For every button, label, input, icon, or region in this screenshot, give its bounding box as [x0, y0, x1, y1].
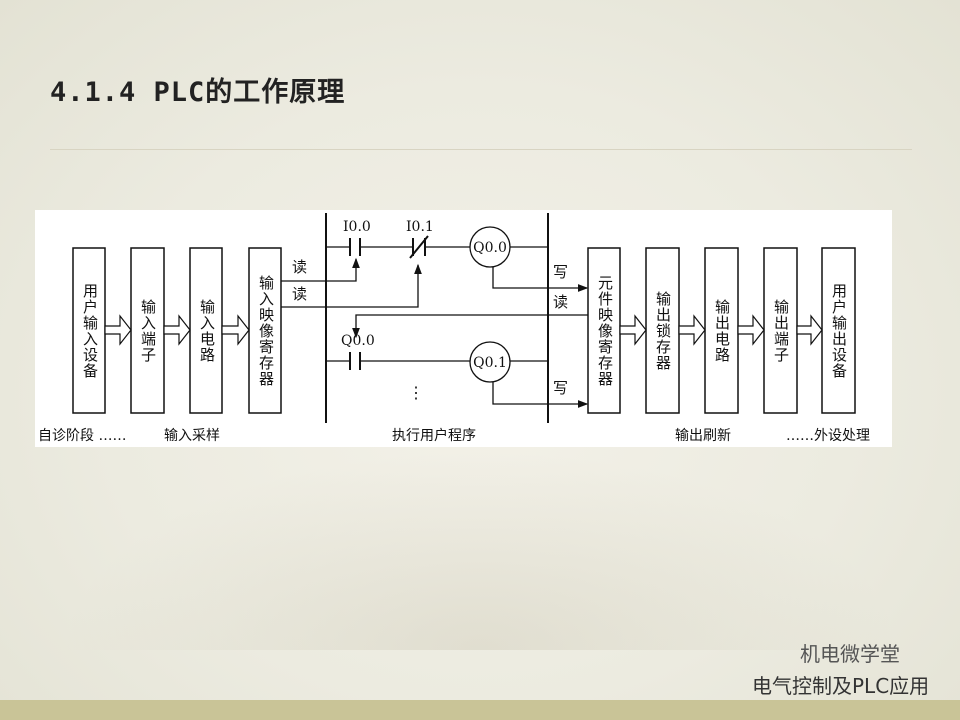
write-line-q00	[492, 267, 589, 292]
flow-arrows	[104, 314, 823, 346]
block-label-text: 输出锁存器	[654, 290, 672, 371]
phase-self-diagnosis: 自诊阶段 ……	[38, 428, 126, 444]
phase-peripheral-processing: ……外设处理	[786, 428, 870, 444]
hollow-arrow	[619, 314, 647, 346]
block-label-output-latch: 输出锁存器	[646, 248, 679, 413]
hollow-arrow	[163, 314, 191, 346]
box-user-output-device	[821, 247, 856, 414]
block-label-text: 输入端子	[139, 298, 157, 363]
box-input-image-register	[248, 247, 282, 414]
box-input-terminal	[130, 247, 165, 414]
contact-i01-nc-symbol	[409, 235, 429, 259]
read-line-i00	[281, 257, 360, 282]
label-i01: I0.1	[406, 219, 434, 235]
block-label-input-terminal: 输入端子	[131, 248, 164, 413]
hollow-arrow	[737, 314, 765, 346]
hollow-arrow	[221, 314, 250, 346]
block-label-input-image-register: 输入映像寄存器	[249, 248, 282, 413]
block-label-output-terminal: 输出端子	[764, 248, 797, 413]
phase-output-refresh: 输出刷新	[675, 428, 731, 444]
coil-q01-symbol	[469, 341, 511, 383]
phase-execute-program: 执行用户程序	[392, 427, 476, 444]
label-read-1: 读	[292, 258, 307, 276]
label-read-2: 读	[292, 285, 307, 303]
watermark: 机电微学堂	[800, 642, 900, 666]
label-read-3: 读	[553, 293, 568, 311]
coil-q00-symbol	[469, 226, 511, 268]
label-coil-q01: Q0.1	[473, 355, 507, 371]
phase-input-sampling: 输入采样	[164, 428, 220, 444]
block-label-text: 输入电路	[198, 298, 216, 363]
box-output-latch	[645, 247, 680, 414]
block-label-output-circuit: 输出电路	[705, 248, 738, 413]
block-label-text: 输出端子	[772, 298, 790, 363]
block-label-user-input-device: 用户输入设备	[73, 248, 106, 413]
title-divider	[50, 149, 912, 150]
read-line-i01	[281, 263, 422, 308]
hollow-arrow	[796, 314, 823, 346]
ladder-ellipsis: ⋮	[408, 383, 424, 402]
background-fan	[60, 450, 900, 650]
label-contact-q00: Q0.0	[341, 333, 375, 349]
slide-title: 4.1.4 PLC的工作原理	[50, 77, 346, 108]
block-label-text: 输入映像寄存器	[257, 274, 275, 387]
contact-q00-symbol	[349, 352, 361, 370]
label-write-2: 写	[553, 379, 568, 397]
write-line-q01	[492, 382, 589, 408]
hollow-arrow	[678, 314, 706, 346]
contact-i00-symbol	[349, 238, 361, 256]
block-label-text: 用户输出设备	[830, 282, 848, 379]
block-label-text: 元件映像寄存器	[596, 274, 614, 387]
label-coil-q00: Q0.0	[473, 240, 507, 256]
label-i00: I0.0	[343, 219, 371, 235]
hollow-arrow	[104, 314, 132, 346]
block-label-text: 用户输入设备	[81, 282, 99, 379]
footer-bar	[0, 700, 960, 720]
block-label-input-circuit: 输入电路	[190, 248, 223, 413]
block-label-text: 输出电路	[713, 298, 731, 363]
book-title: 电气控制及PLC应用	[752, 674, 930, 698]
block-label-user-output-device: 用户输出设备	[822, 248, 855, 413]
label-write-1: 写	[553, 263, 568, 281]
block-label-element-image-register: 元件映像寄存器	[588, 248, 621, 413]
read-line-q00	[352, 314, 588, 339]
